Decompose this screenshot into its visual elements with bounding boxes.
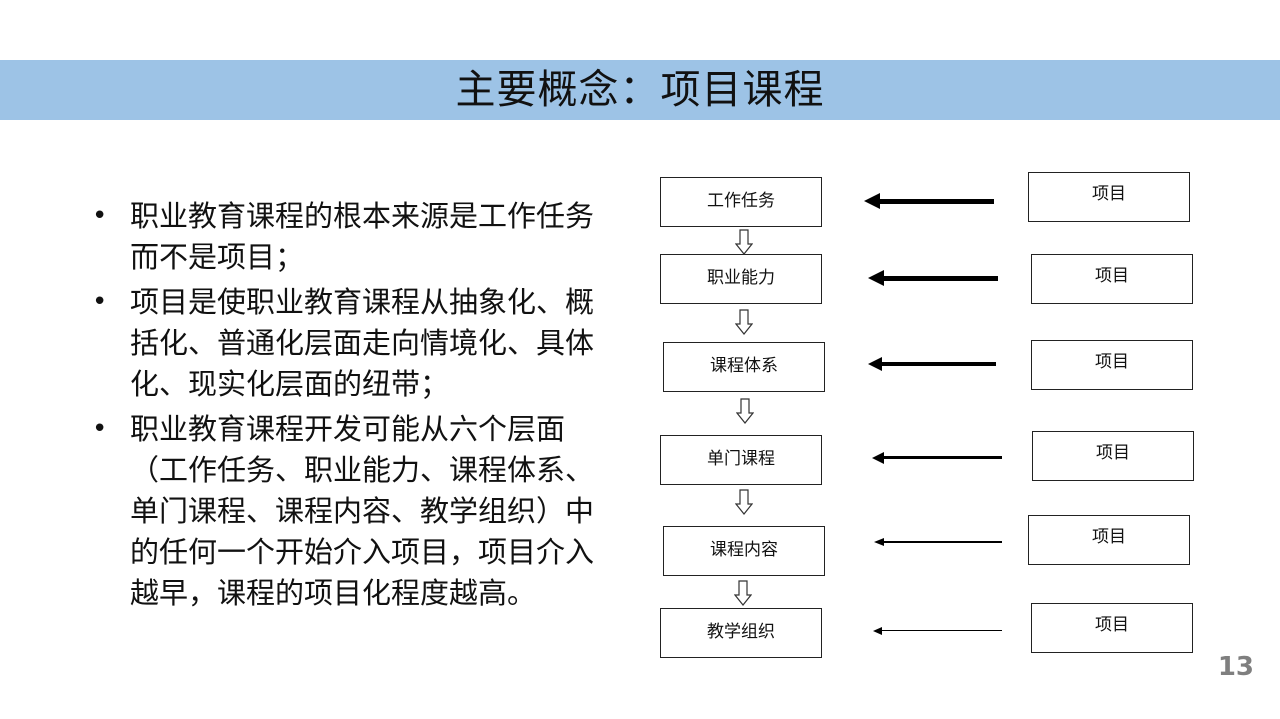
down-arrow-icon xyxy=(735,489,753,515)
project-box: 项目 xyxy=(1032,431,1194,481)
page-number: 13 xyxy=(1217,652,1254,682)
down-arrow-icon xyxy=(735,309,753,335)
bullet-list: • 职业教育课程的根本来源是工作任务而不是项目； • 项目是使职业教育课程从抽象化、… xyxy=(92,196,622,618)
bullet-item: • 职业教育课程的根本来源是工作任务而不是项目； xyxy=(92,196,622,278)
bullet-icon: • xyxy=(92,414,108,444)
left-arrow-icon xyxy=(873,627,1002,635)
stage-box-course-system: 课程体系 xyxy=(663,342,825,392)
project-box: 项目 xyxy=(1031,254,1193,304)
title-banner xyxy=(0,60,1280,120)
left-arrow-icon xyxy=(868,357,996,371)
stage-box-single-course: 单门课程 xyxy=(660,435,822,485)
bullet-icon: • xyxy=(92,287,108,317)
bullet-text: 职业教育课程的根本来源是工作任务而不是项目； xyxy=(130,199,595,274)
bullet-item: • 职业教育课程开发可能从六个层面（工作任务、职业能力、课程体系、单门课程、课程内… xyxy=(92,409,622,614)
down-arrow-icon xyxy=(734,580,752,606)
down-arrow-icon xyxy=(735,229,753,255)
bullet-text: 职业教育课程开发可能从六个层面（工作任务、职业能力、课程体系、单门课程、课程内容… xyxy=(130,412,595,610)
stage-box-course-content: 课程内容 xyxy=(663,526,825,576)
left-arrow-icon xyxy=(874,538,1002,546)
project-box: 项目 xyxy=(1028,172,1190,222)
down-arrow-icon xyxy=(736,398,754,424)
bullet-icon: • xyxy=(92,201,108,231)
slide-title: 主要概念：项目课程 xyxy=(455,67,825,113)
stage-box-work-task: 工作任务 xyxy=(660,177,822,227)
left-arrow-icon xyxy=(868,270,998,286)
left-arrow-icon xyxy=(864,193,994,209)
bullet-text: 项目是使职业教育课程从抽象化、概括化、普通化层面走向情境化、具体化、现实化层面的… xyxy=(130,285,595,401)
bullet-item: • 项目是使职业教育课程从抽象化、概括化、普通化层面走向情境化、具体化、现实化层面… xyxy=(92,282,622,405)
stage-box-teaching-organization: 教学组织 xyxy=(660,608,822,658)
project-box: 项目 xyxy=(1031,603,1193,653)
project-box: 项目 xyxy=(1031,340,1193,390)
project-box: 项目 xyxy=(1028,515,1190,565)
left-arrow-icon xyxy=(872,452,1002,464)
stage-box-vocational-ability: 职业能力 xyxy=(660,254,822,304)
